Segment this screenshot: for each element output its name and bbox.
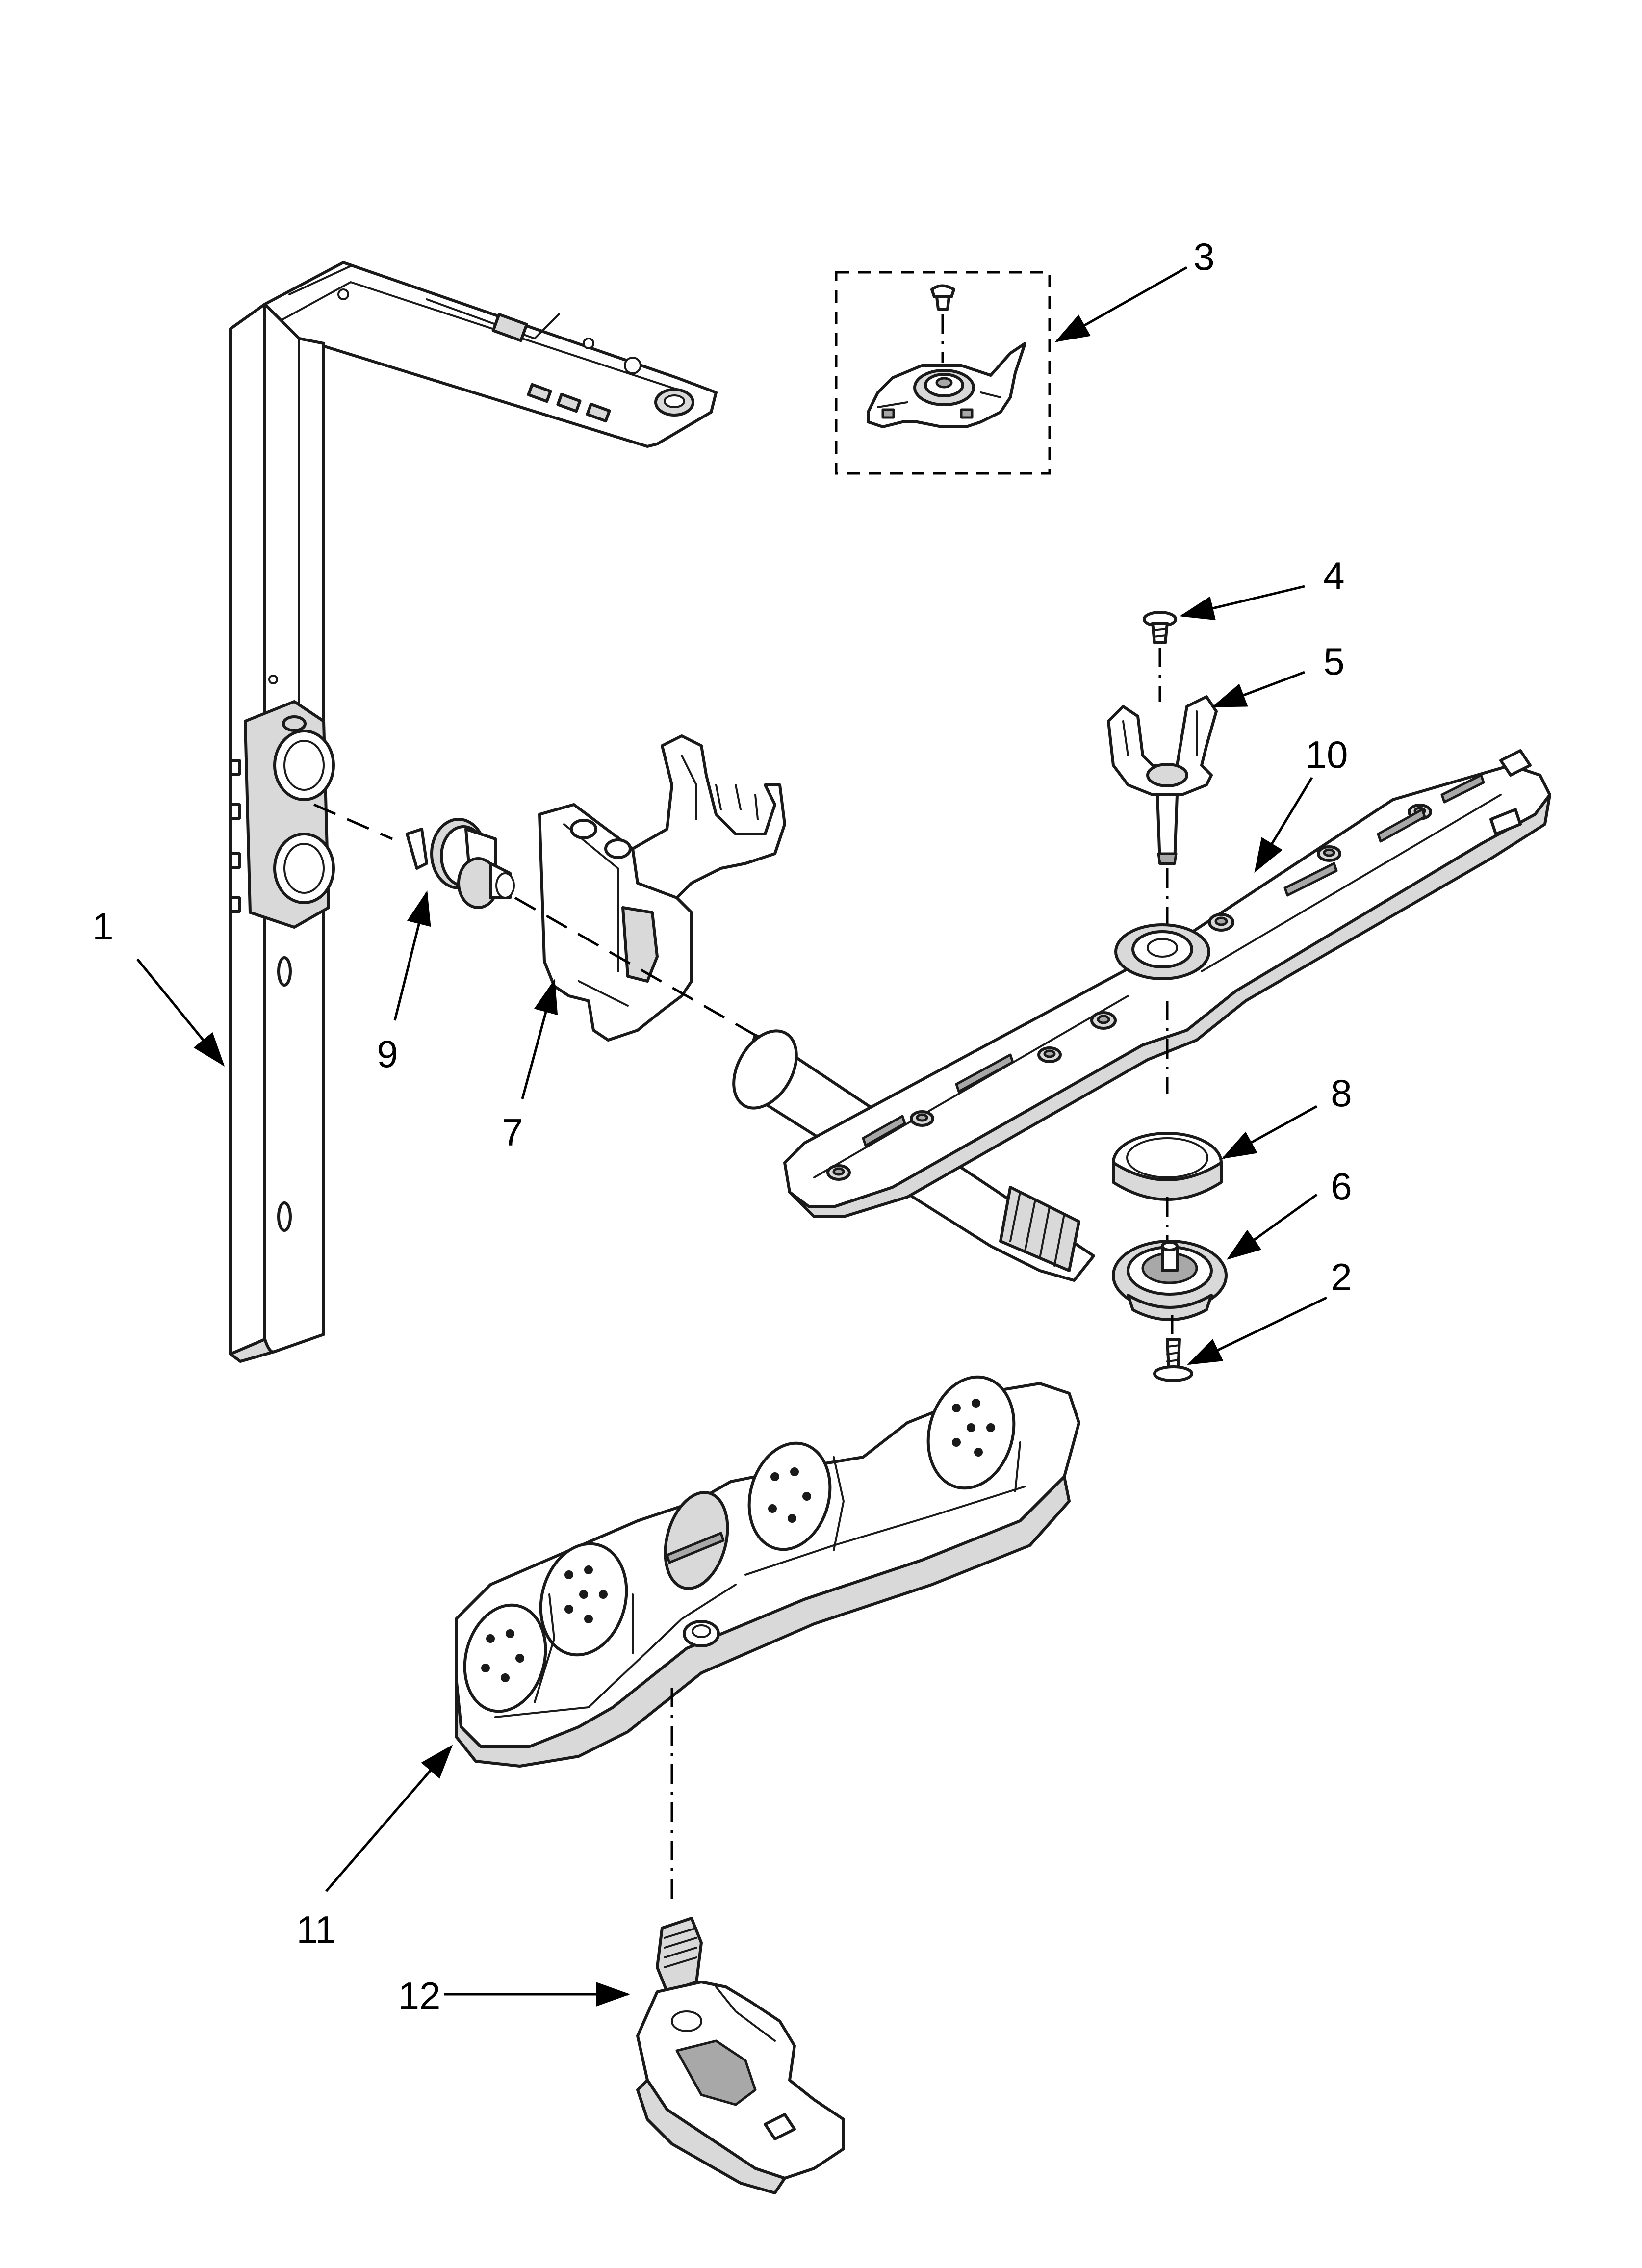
- callout-labels: 1 2 3 4 5 6 7 8 9 10 11 12: [92, 235, 1352, 2017]
- callout-3: 3: [1193, 235, 1214, 278]
- callout-8: 8: [1331, 1071, 1352, 1115]
- part-11-lower-manifold: [455, 1375, 1080, 1903]
- callout-10: 10: [1306, 733, 1348, 776]
- leader-2: [1187, 1296, 1328, 1365]
- callout-6: 6: [1331, 1165, 1352, 1208]
- callout-11: 11: [297, 1908, 336, 1951]
- part-4-screw: [1143, 611, 1177, 702]
- leader-7: [521, 979, 558, 1099]
- part-12-connector: [636, 1917, 845, 2194]
- part-6-hub-nut: [1112, 1240, 1228, 1354]
- leader-8: [1221, 1105, 1318, 1159]
- callout-1: 1: [92, 905, 113, 948]
- alignment-lines: [313, 803, 756, 1037]
- part-9-valve: [406, 818, 515, 909]
- part-8-bearing-ring: [1112, 1132, 1223, 1241]
- leader-1: [136, 958, 225, 1067]
- part-3-hub-assembly: [835, 271, 1051, 475]
- leader-3: [1054, 266, 1188, 342]
- callout-2: 2: [1331, 1255, 1352, 1299]
- callout-12: 12: [398, 1974, 441, 2017]
- part-5-mount: [1107, 695, 1218, 932]
- leader-10: [1254, 777, 1313, 873]
- part-7-bracket: [538, 734, 786, 1042]
- leader-11: [325, 1745, 453, 1892]
- leader-6: [1226, 1193, 1318, 1260]
- leader-lines: [136, 266, 1328, 2007]
- leader-4: [1180, 585, 1305, 621]
- part-10-spray-arm: [732, 749, 1551, 1282]
- callout-4: 4: [1323, 554, 1344, 597]
- leader-9: [393, 890, 431, 1021]
- part-2-screw: [1153, 1338, 1193, 1382]
- callout-5: 5: [1323, 640, 1344, 683]
- callout-9: 9: [377, 1032, 398, 1075]
- part-1-supply-tube: [229, 261, 718, 1363]
- leader-5: [1211, 671, 1305, 708]
- callout-7: 7: [502, 1111, 523, 1154]
